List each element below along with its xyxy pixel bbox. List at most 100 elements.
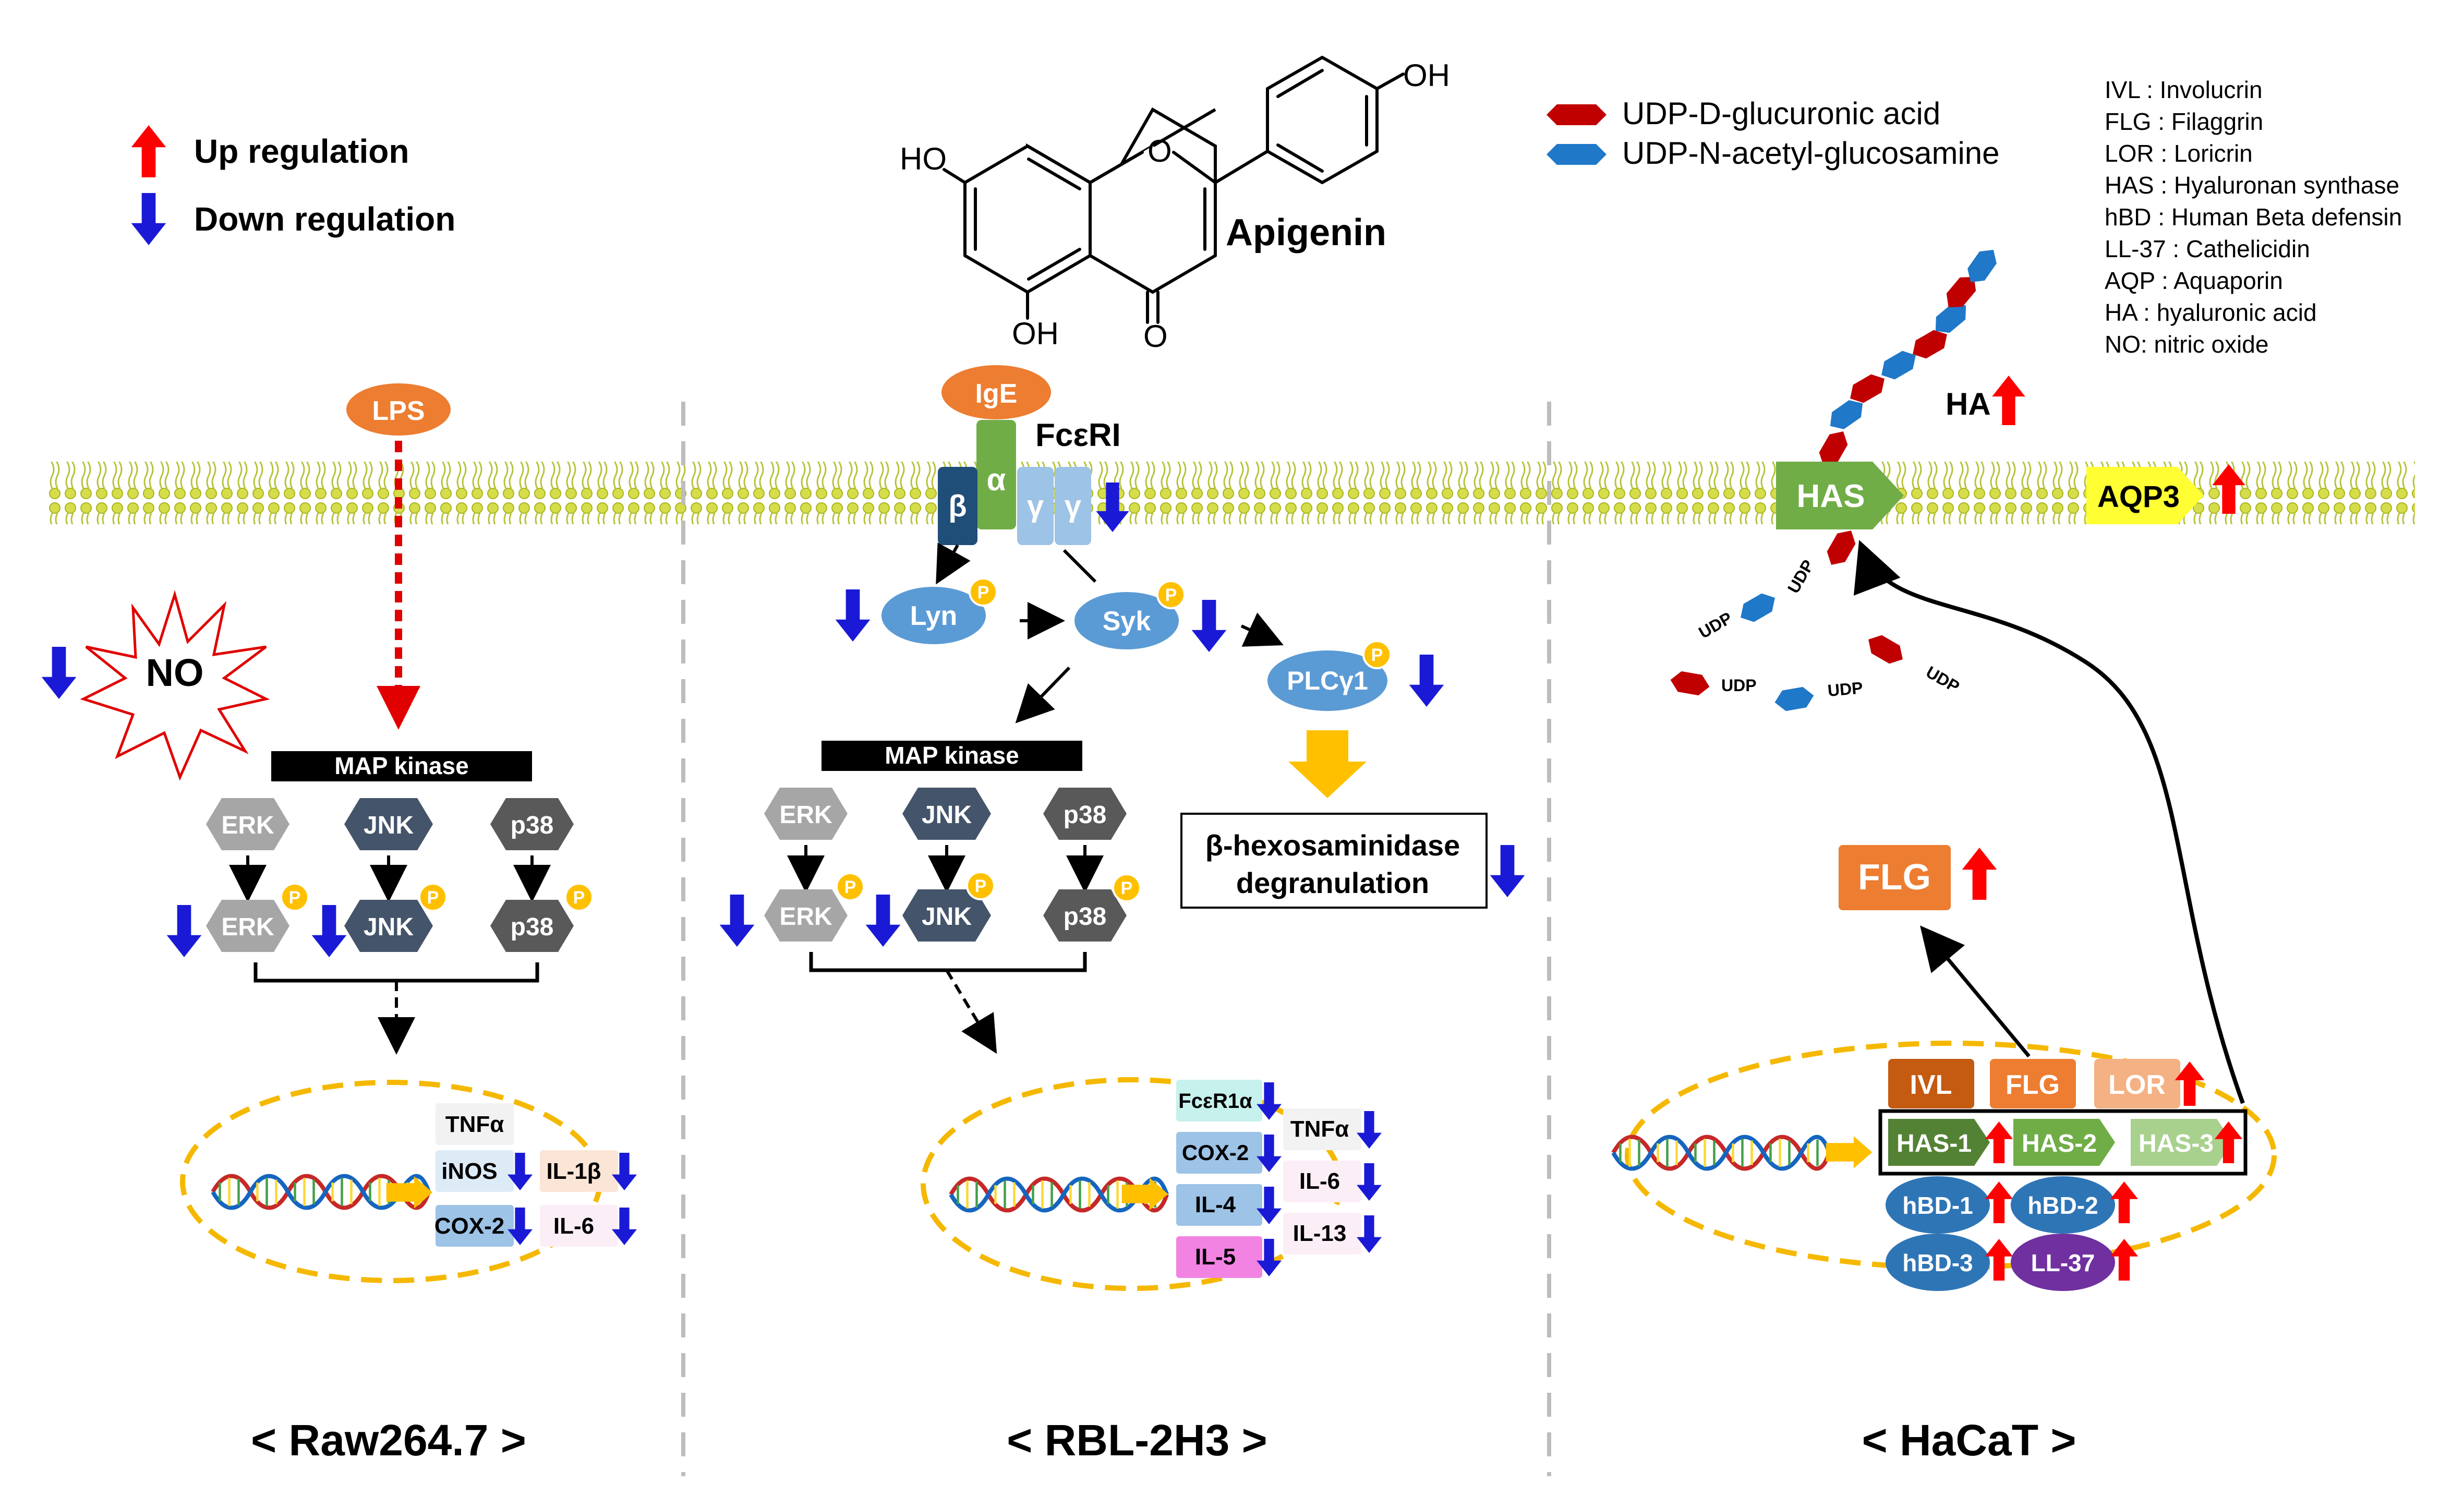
fceri-beta-label: β <box>948 489 967 523</box>
apigenin-bonds <box>943 56 1405 324</box>
udp-glucuronic-acid <box>1827 530 1856 565</box>
plcg1-down-arrow-icon <box>1409 655 1444 707</box>
degranulation-box <box>1180 813 1488 909</box>
hbd3-label: hBD-3 <box>1902 1249 1973 1276</box>
glucuronic-acid-icon <box>1547 104 1607 125</box>
raw-gene-inos-box <box>436 1150 514 1192</box>
fceri-gamma2-chain <box>1055 467 1091 545</box>
rbl-jnk-node <box>902 788 991 840</box>
raw-pjnk-node <box>344 900 433 952</box>
raw-pp38-label: p38 <box>511 913 554 941</box>
abbreviation-item: IVL : Involucrin <box>2105 76 2263 103</box>
rbl-perk-label: ERK <box>779 903 832 931</box>
rbl-kinase-bracket <box>809 952 1087 972</box>
syk-down-arrow-icon <box>1191 600 1227 652</box>
has-channel <box>1776 462 1904 529</box>
rbl-gene-fcer1a: FcεR1α <box>1178 1090 1252 1113</box>
raw-map-kinase-label: MAP kinase <box>334 752 468 779</box>
hbd1-label: hBD-1 <box>1902 1192 1973 1219</box>
has2-label: HAS-2 <box>2022 1130 2097 1157</box>
degranulation-line2: degranulation <box>1236 866 1429 899</box>
hacat-dna-icon <box>1613 1137 1829 1169</box>
raw-panel: LPS NO MAP kinase ERK JNK p38 ERK P JNK … <box>41 383 637 1465</box>
abbreviation-item: LL-37 : Cathelicidin <box>2105 235 2310 262</box>
raw-p38-node <box>490 798 574 850</box>
apigenin-oh-bottom: OH <box>1012 316 1059 351</box>
rbl-jnk-label: JNK <box>922 801 972 829</box>
no-burst-shape <box>80 590 270 781</box>
lps-node <box>346 383 451 436</box>
has-genes-frame <box>1878 1109 2248 1176</box>
hbd3-node <box>1886 1234 1990 1291</box>
raw-jnk-node <box>344 798 433 850</box>
udp-acetyl-glucosamine <box>1741 593 1775 622</box>
up-arrow-icon <box>131 125 166 177</box>
has-label: HAS <box>1797 478 1865 514</box>
abbreviation-item: HAS : Hyaluronan synthase <box>2105 172 2399 199</box>
fceri-beta-chain <box>938 467 977 545</box>
apigenin-skeleton <box>965 146 1215 292</box>
has2-box <box>2013 1119 2115 1166</box>
raw-erk-node <box>206 798 289 850</box>
rbl-perk-node <box>764 889 848 942</box>
ll37-label: LL-37 <box>2031 1249 2095 1276</box>
flg-box <box>1990 1059 2076 1108</box>
substrate-legend: UDP-D-glucuronic acid UDP-N-acetyl-gluco… <box>1547 96 2000 171</box>
rbl-gene-fcer1a-box <box>1176 1080 1262 1121</box>
rbl-pjnk-label: JNK <box>922 903 972 931</box>
plcg1-phospho-label: P <box>1371 645 1383 665</box>
raw-perk-node <box>206 900 289 952</box>
udp-glucuronic-acid <box>1868 635 1903 664</box>
hbd1-node <box>1886 1176 1990 1234</box>
rbl-gene-il13: IL-13 <box>1293 1221 1347 1246</box>
raw-kinase-bracket <box>253 962 539 983</box>
rbl-gene-tnfa-box <box>1283 1108 1361 1150</box>
lyn-label: Lyn <box>910 601 958 631</box>
no-down-arrow-icon <box>41 647 77 699</box>
rbl-panel-title: < RBL-2H3 > <box>1007 1416 1267 1465</box>
has1-label: HAS-1 <box>1897 1130 1972 1157</box>
udp-label: UDP <box>1696 608 1736 642</box>
hbd2-label: hBD-2 <box>2027 1192 2098 1219</box>
syk-label: Syk <box>1103 606 1151 636</box>
cell-membrane <box>47 462 2415 524</box>
raw-pjnk-label: JNK <box>364 913 414 941</box>
aqp3-label: AQP3 <box>2097 480 2180 514</box>
abbreviation-item: NO: nitric oxide <box>2105 331 2268 358</box>
fceri-gamma1-chain <box>1017 467 1054 545</box>
udp-acetyl-glucosamine <box>1774 686 1814 711</box>
ha-up-arrow-icon <box>1992 376 2025 425</box>
rbl-gene-il4: IL-4 <box>1195 1192 1236 1217</box>
glucuronic-acid-unit <box>1819 431 1848 466</box>
rbl-gene-cox2: COX-2 <box>1182 1140 1249 1165</box>
has3-box <box>2131 1119 2232 1166</box>
hacat-dna-arrow-icon <box>1826 1136 1873 1168</box>
rbl-p38-node <box>1043 788 1127 840</box>
fceri-label: FcεRI <box>1035 417 1121 453</box>
degranulation-line1: β-hexosaminidase <box>1205 829 1460 862</box>
raw-pp38-phospho-label: P <box>573 888 585 908</box>
raw-gene-il6: IL-6 <box>553 1213 594 1239</box>
rbl-pp38-phospho-label: P <box>1121 878 1133 898</box>
rbl-gene-il4-box <box>1176 1184 1262 1226</box>
raw-gene-il1b: IL-1β <box>546 1159 601 1184</box>
flg-label: FLG <box>2006 1070 2060 1100</box>
rbl-gene-tnfa: TNFα <box>1290 1116 1349 1142</box>
fceri-alpha-label: α <box>987 462 1006 497</box>
rbl-map-kinase-label: MAP kinase <box>885 742 1019 769</box>
has1-box <box>1888 1119 1990 1166</box>
apigenin-name: Apigenin <box>1226 212 1386 254</box>
glucuronic-acid-unit <box>1946 276 1976 308</box>
rbl-gene-il13-box <box>1283 1213 1361 1254</box>
fceri-gamma2-label: γ <box>1065 489 1082 523</box>
apigenin-ring-o: O <box>1148 134 1172 168</box>
rbl-gene-il5: IL-5 <box>1195 1244 1236 1270</box>
ige-node <box>941 365 1051 419</box>
has3-label: HAS-3 <box>2139 1130 2214 1157</box>
syk-node <box>1074 592 1179 649</box>
apigenin-keto-o: O <box>1143 319 1168 354</box>
raw-gene-inos: iNOS <box>441 1159 498 1184</box>
